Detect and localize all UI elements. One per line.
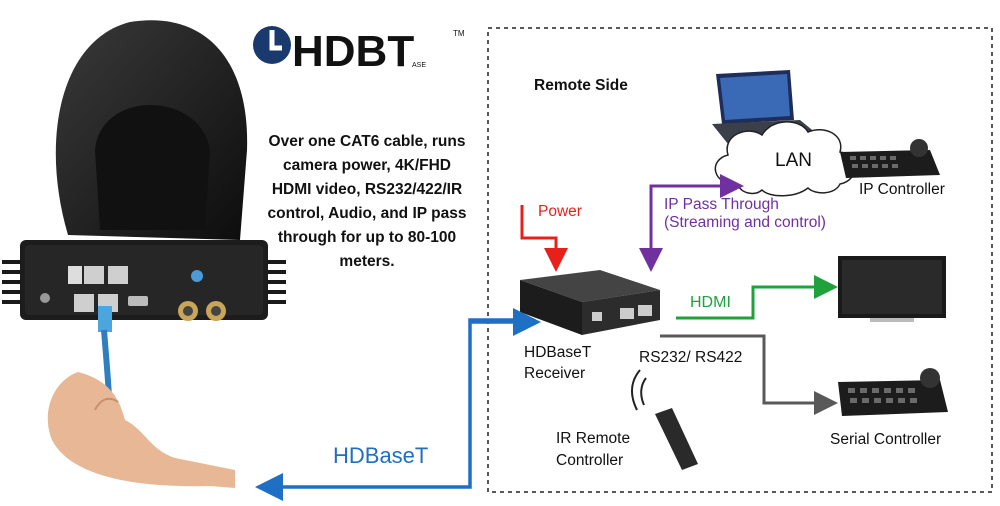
remote-side-box: [487, 27, 993, 493]
remote-side-title: Remote Side: [534, 77, 628, 94]
hdbaset-link-label: HDBaseT: [333, 443, 429, 468]
logo-sub: ASE: [412, 62, 426, 69]
rs232-label: RS232/ RS422: [639, 349, 743, 366]
rs232-arrow: [660, 334, 838, 415]
cloud-icon: [714, 121, 856, 197]
hdbaset-logo: HDBT ASE TM: [253, 26, 465, 76]
lan-label: LAN: [775, 150, 812, 171]
ip-pass-label-2: (Streaming and control): [664, 214, 826, 231]
receiver-icon: [520, 270, 660, 335]
logo-text: HDBT: [292, 27, 414, 76]
ir-remote-label-2: Controller: [556, 452, 624, 469]
receiver-label-2: Receiver: [524, 365, 586, 382]
hdmi-label: HDMI: [690, 294, 731, 311]
hand-icon: [47, 372, 235, 488]
tv-icon: [838, 256, 946, 322]
hdbaset-arrow: [255, 318, 534, 501]
ip-pass-label-1: IP Pass Through: [664, 196, 779, 213]
serial-controller-label: Serial Controller: [830, 431, 942, 448]
camera-icon: [2, 20, 286, 321]
serial-controller-icon: [838, 368, 948, 416]
power-arrow: [520, 205, 568, 272]
power-label: Power: [538, 203, 582, 220]
ir-remote-icon: [631, 369, 698, 470]
ip-controller-label: IP Controller: [859, 181, 945, 198]
logo-tm: TM: [453, 29, 465, 38]
hdmi-arrow: [676, 275, 838, 320]
receiver-label-1: HDBaseT: [524, 344, 592, 361]
ir-remote-label-1: IR Remote: [556, 430, 631, 447]
ip-controller-icon: [840, 139, 940, 178]
description-text: Over one CAT6 cable, runs camera power, …: [267, 133, 467, 270]
